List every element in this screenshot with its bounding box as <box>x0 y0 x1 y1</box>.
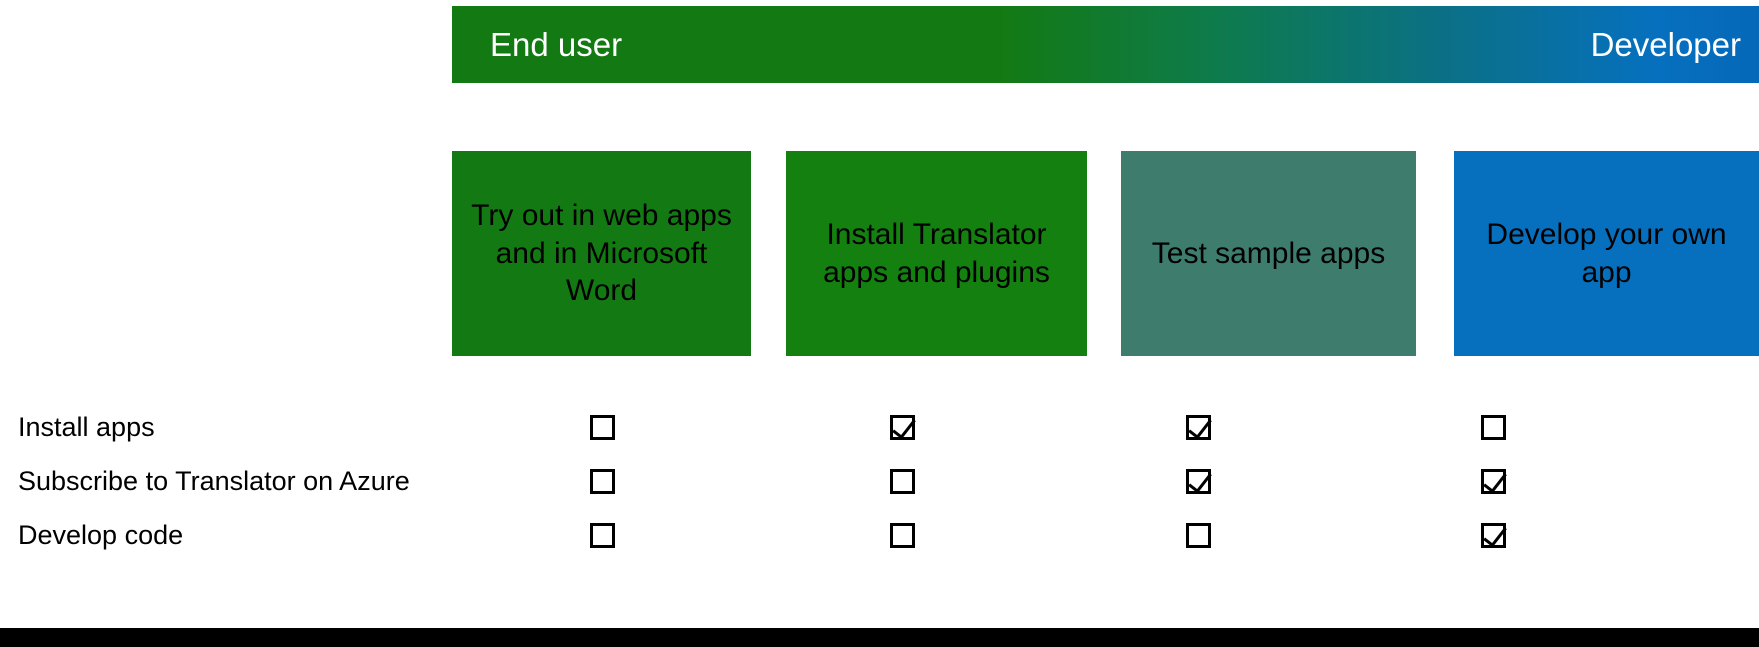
matrix-cell[interactable] <box>872 508 932 562</box>
checkbox-unchecked-icon[interactable] <box>1185 522 1211 548</box>
matrix-cell[interactable] <box>1463 508 1523 562</box>
matrix-cell[interactable] <box>572 454 632 508</box>
persona-card-test-sample-apps[interactable]: Test sample apps <box>1121 151 1416 356</box>
row-label-subscribe-translator-azure: Subscribe to Translator on Azure <box>18 465 410 496</box>
persona-card-row: Try out in web apps and in Microsoft Wor… <box>452 151 1759 356</box>
checkbox-checked-icon[interactable] <box>1185 468 1211 494</box>
persona-card-title: Test sample apps <box>1151 236 1386 270</box>
spectrum-label-developer: Developer <box>1590 26 1741 63</box>
matrix-cell[interactable] <box>1463 400 1523 454</box>
checkbox-unchecked-icon[interactable] <box>889 522 915 548</box>
matrix-cell[interactable] <box>1168 454 1228 508</box>
persona-card-title: Install Translator apps and plugins <box>823 218 1050 289</box>
persona-spectrum-bar: End user Developer <box>452 6 1759 83</box>
matrix-cell[interactable] <box>872 400 932 454</box>
persona-card-develop-own-app[interactable]: Develop your own app <box>1454 151 1759 356</box>
table-row: Develop code <box>0 508 1759 562</box>
bottom-accent-bar <box>0 628 1759 647</box>
persona-card-try-out-web-apps[interactable]: Try out in web apps and in Microsoft Wor… <box>452 151 751 356</box>
checkbox-checked-icon[interactable] <box>1480 468 1506 494</box>
table-row: Subscribe to Translator on Azure <box>0 454 1759 508</box>
matrix-cell[interactable] <box>1168 508 1228 562</box>
spectrum-label-end-user: End user <box>490 26 623 63</box>
row-label-develop-code: Develop code <box>18 519 184 550</box>
matrix-cell[interactable] <box>572 508 632 562</box>
checkbox-checked-icon[interactable] <box>889 414 915 440</box>
matrix-cell[interactable] <box>872 454 932 508</box>
checkbox-unchecked-icon[interactable] <box>889 468 915 494</box>
row-label-install-apps: Install apps <box>18 411 155 442</box>
checkbox-unchecked-icon[interactable] <box>589 468 615 494</box>
checkbox-checked-icon[interactable] <box>1185 414 1211 440</box>
matrix-cell[interactable] <box>1168 400 1228 454</box>
matrix-cell[interactable] <box>1463 454 1523 508</box>
matrix-cell[interactable] <box>572 400 632 454</box>
checkbox-checked-icon[interactable] <box>1480 522 1506 548</box>
table-row: Install apps <box>0 400 1759 454</box>
task-matrix: Install apps Subscribe to Translator on … <box>0 400 1759 562</box>
checkbox-unchecked-icon[interactable] <box>589 414 615 440</box>
persona-card-title: Try out in web apps and in Microsoft Wor… <box>471 199 732 308</box>
checkbox-unchecked-icon[interactable] <box>589 522 615 548</box>
checkbox-unchecked-icon[interactable] <box>1480 414 1506 440</box>
persona-card-title: Develop your own app <box>1486 218 1727 289</box>
persona-card-install-translator-apps[interactable]: Install Translator apps and plugins <box>786 151 1087 356</box>
